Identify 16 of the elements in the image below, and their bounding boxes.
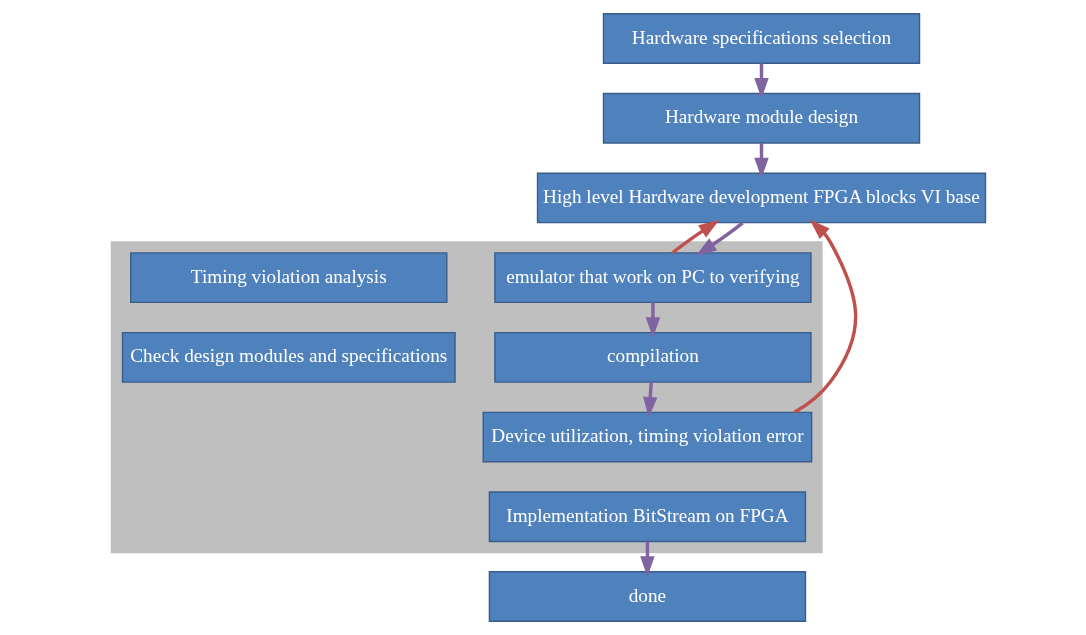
arrow	[793, 219, 858, 414]
node-box: Hardware specifications selection	[602, 13, 921, 64]
node-box: Hardware module design	[602, 92, 921, 144]
node-box: Check design modules and specifications	[121, 331, 456, 383]
node-box: done	[488, 571, 807, 622]
arrow	[643, 382, 658, 418]
node-box: Device utilization, timing violation error	[482, 411, 813, 463]
arrow	[645, 302, 661, 338]
node-box: Timing violation analysis	[130, 252, 448, 304]
node-box: Implementation BitStream on FPGA	[488, 491, 807, 543]
arrow	[671, 219, 720, 255]
cluster	[110, 241, 823, 554]
arrow	[695, 221, 744, 256]
node-box: emulator that work on PC to verifying	[494, 252, 812, 304]
node-box: compilation	[494, 331, 812, 383]
node-box: High level Hardware development FPGA blocks VI base	[536, 172, 987, 224]
